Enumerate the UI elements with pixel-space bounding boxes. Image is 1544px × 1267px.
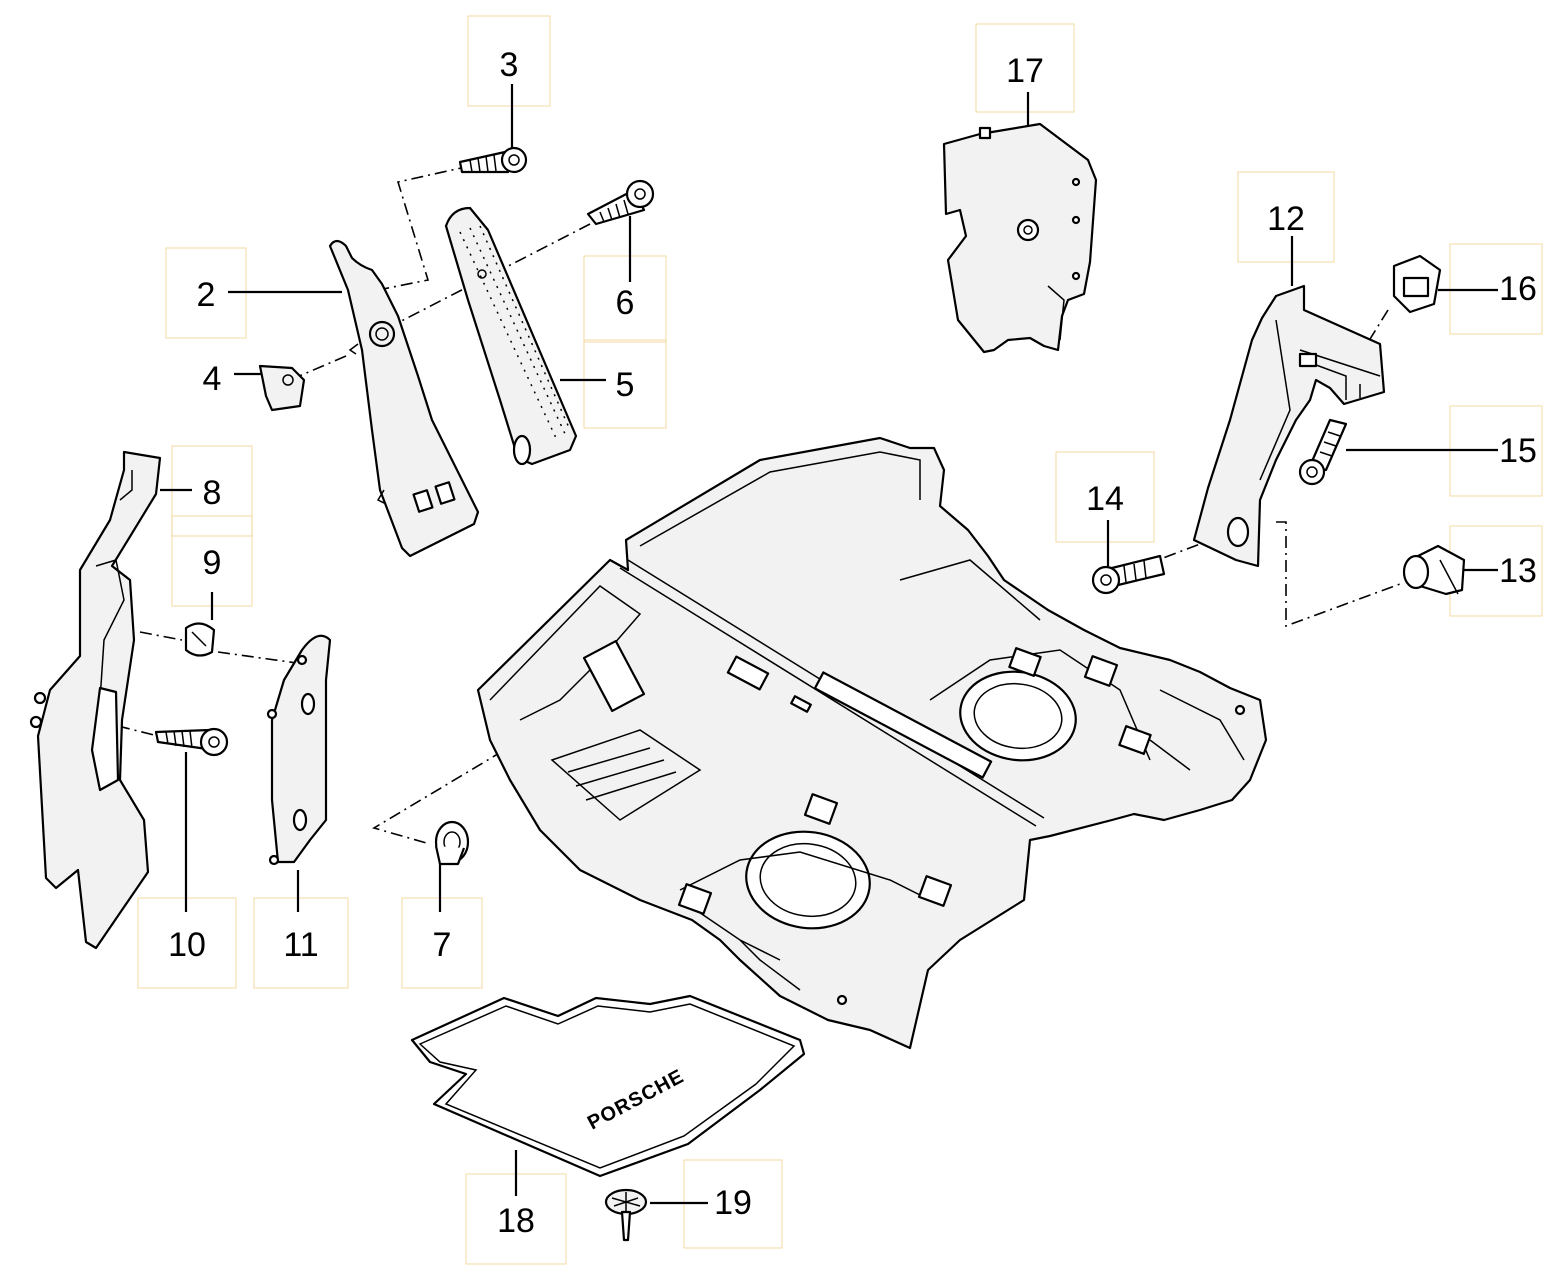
svg-text:10: 10: [168, 926, 206, 964]
expanding-clip-13[interactable]: [1402, 544, 1466, 596]
svg-text:18: 18: [497, 1202, 535, 1240]
svg-text:19: 19: [714, 1184, 752, 1222]
callout-7[interactable]: 7: [401, 897, 483, 989]
svg-text:2: 2: [197, 276, 216, 314]
screw-14[interactable]: [1091, 554, 1166, 595]
screw-15[interactable]: [1298, 418, 1348, 486]
pillar-trim-8[interactable]: [29, 450, 162, 950]
callout-11[interactable]: 11: [253, 897, 349, 989]
floor-mat-18[interactable]: PORSCHE: [410, 994, 806, 1178]
floor-carpet[interactable]: [476, 436, 1268, 1050]
screw-6[interactable]: [586, 179, 655, 226]
svg-text:4: 4: [203, 360, 222, 398]
svg-text:17: 17: [1006, 52, 1044, 90]
svg-text:13: 13: [1499, 552, 1537, 590]
svg-text:11: 11: [283, 926, 318, 964]
trim-panel-2[interactable]: [328, 239, 480, 558]
callout-12[interactable]: 12: [1237, 171, 1335, 263]
svg-text:8: 8: [203, 474, 222, 512]
callout-5[interactable]: 5: [583, 339, 667, 429]
leader-lines: [160, 84, 1498, 1205]
svg-text:12: 12: [1267, 200, 1305, 238]
svg-text:16: 16: [1499, 270, 1537, 308]
sill-panel-5[interactable]: [444, 206, 578, 466]
screw-3[interactable]: [458, 146, 528, 174]
grommet-7[interactable]: [434, 820, 470, 866]
svg-text:7: 7: [433, 926, 452, 964]
callout-3[interactable]: 3: [467, 15, 551, 107]
clip-nut-4[interactable]: [258, 364, 306, 412]
callout-4[interactable]: 4: [203, 360, 222, 398]
callout-6[interactable]: 6: [583, 255, 667, 343]
bracket-12[interactable]: [1192, 284, 1386, 568]
callout-13[interactable]: 13: [1449, 525, 1543, 617]
clip-16[interactable]: [1392, 254, 1442, 314]
callout-17[interactable]: 17: [975, 23, 1075, 113]
svg-text:5: 5: [616, 366, 635, 404]
callout-19[interactable]: 19: [683, 1159, 783, 1249]
trim-panel-17[interactable]: [942, 122, 1098, 354]
svg-text:14: 14: [1086, 480, 1124, 518]
svg-text:15: 15: [1499, 432, 1537, 470]
trim-panel-11[interactable]: [266, 634, 332, 866]
svg-text:9: 9: [203, 544, 222, 582]
pin-19[interactable]: [604, 1188, 648, 1242]
svg-text:3: 3: [500, 46, 519, 84]
svg-text:6: 6: [616, 284, 635, 322]
screw-10[interactable]: [154, 727, 229, 757]
assembly-lines: [117, 165, 1401, 845]
callout-14[interactable]: 14: [1055, 451, 1155, 543]
callout-15[interactable]: 15: [1449, 405, 1543, 497]
clip-9[interactable]: [184, 622, 216, 657]
